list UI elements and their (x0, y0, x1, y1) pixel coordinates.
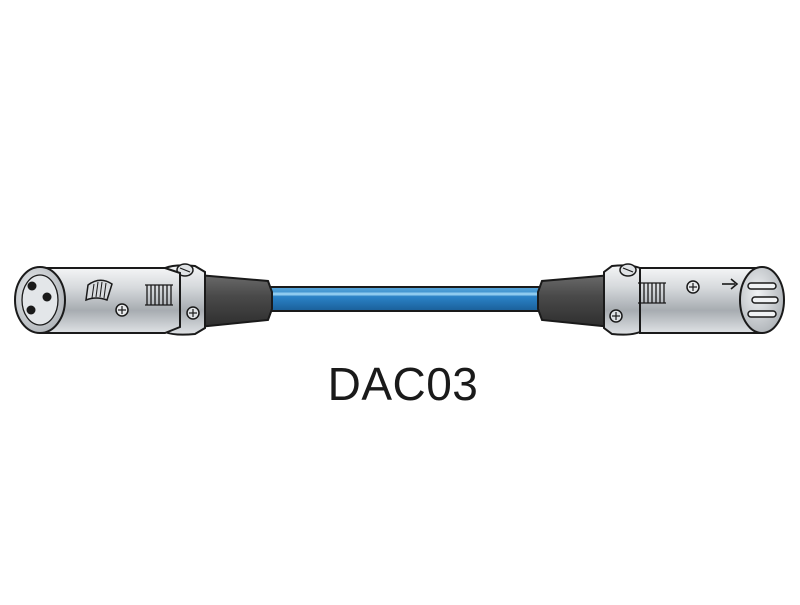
male-pins-icon (747, 282, 779, 318)
latch-release-tab-icon (85, 279, 113, 302)
right-grip-collar (603, 264, 641, 336)
xlr-male-connector (537, 263, 785, 336)
socket-holes-icon (26, 281, 52, 315)
product-model-label: DAC03 (327, 358, 479, 410)
arrow-right-icon (722, 278, 739, 290)
left-grip-ridges (145, 284, 173, 306)
left-body-screw-icon (115, 303, 129, 317)
xlr-female-connector (14, 263, 273, 336)
right-cable-boot (537, 273, 613, 329)
left-cable-boot (197, 273, 273, 329)
right-rear-screw-icon (619, 263, 637, 277)
right-rear-screw-bottom-icon (609, 309, 623, 323)
right-body-screw-icon (686, 280, 700, 294)
left-rear-screw-bottom-icon (186, 306, 200, 320)
cable (259, 286, 551, 312)
right-grip-ridges (638, 282, 666, 304)
